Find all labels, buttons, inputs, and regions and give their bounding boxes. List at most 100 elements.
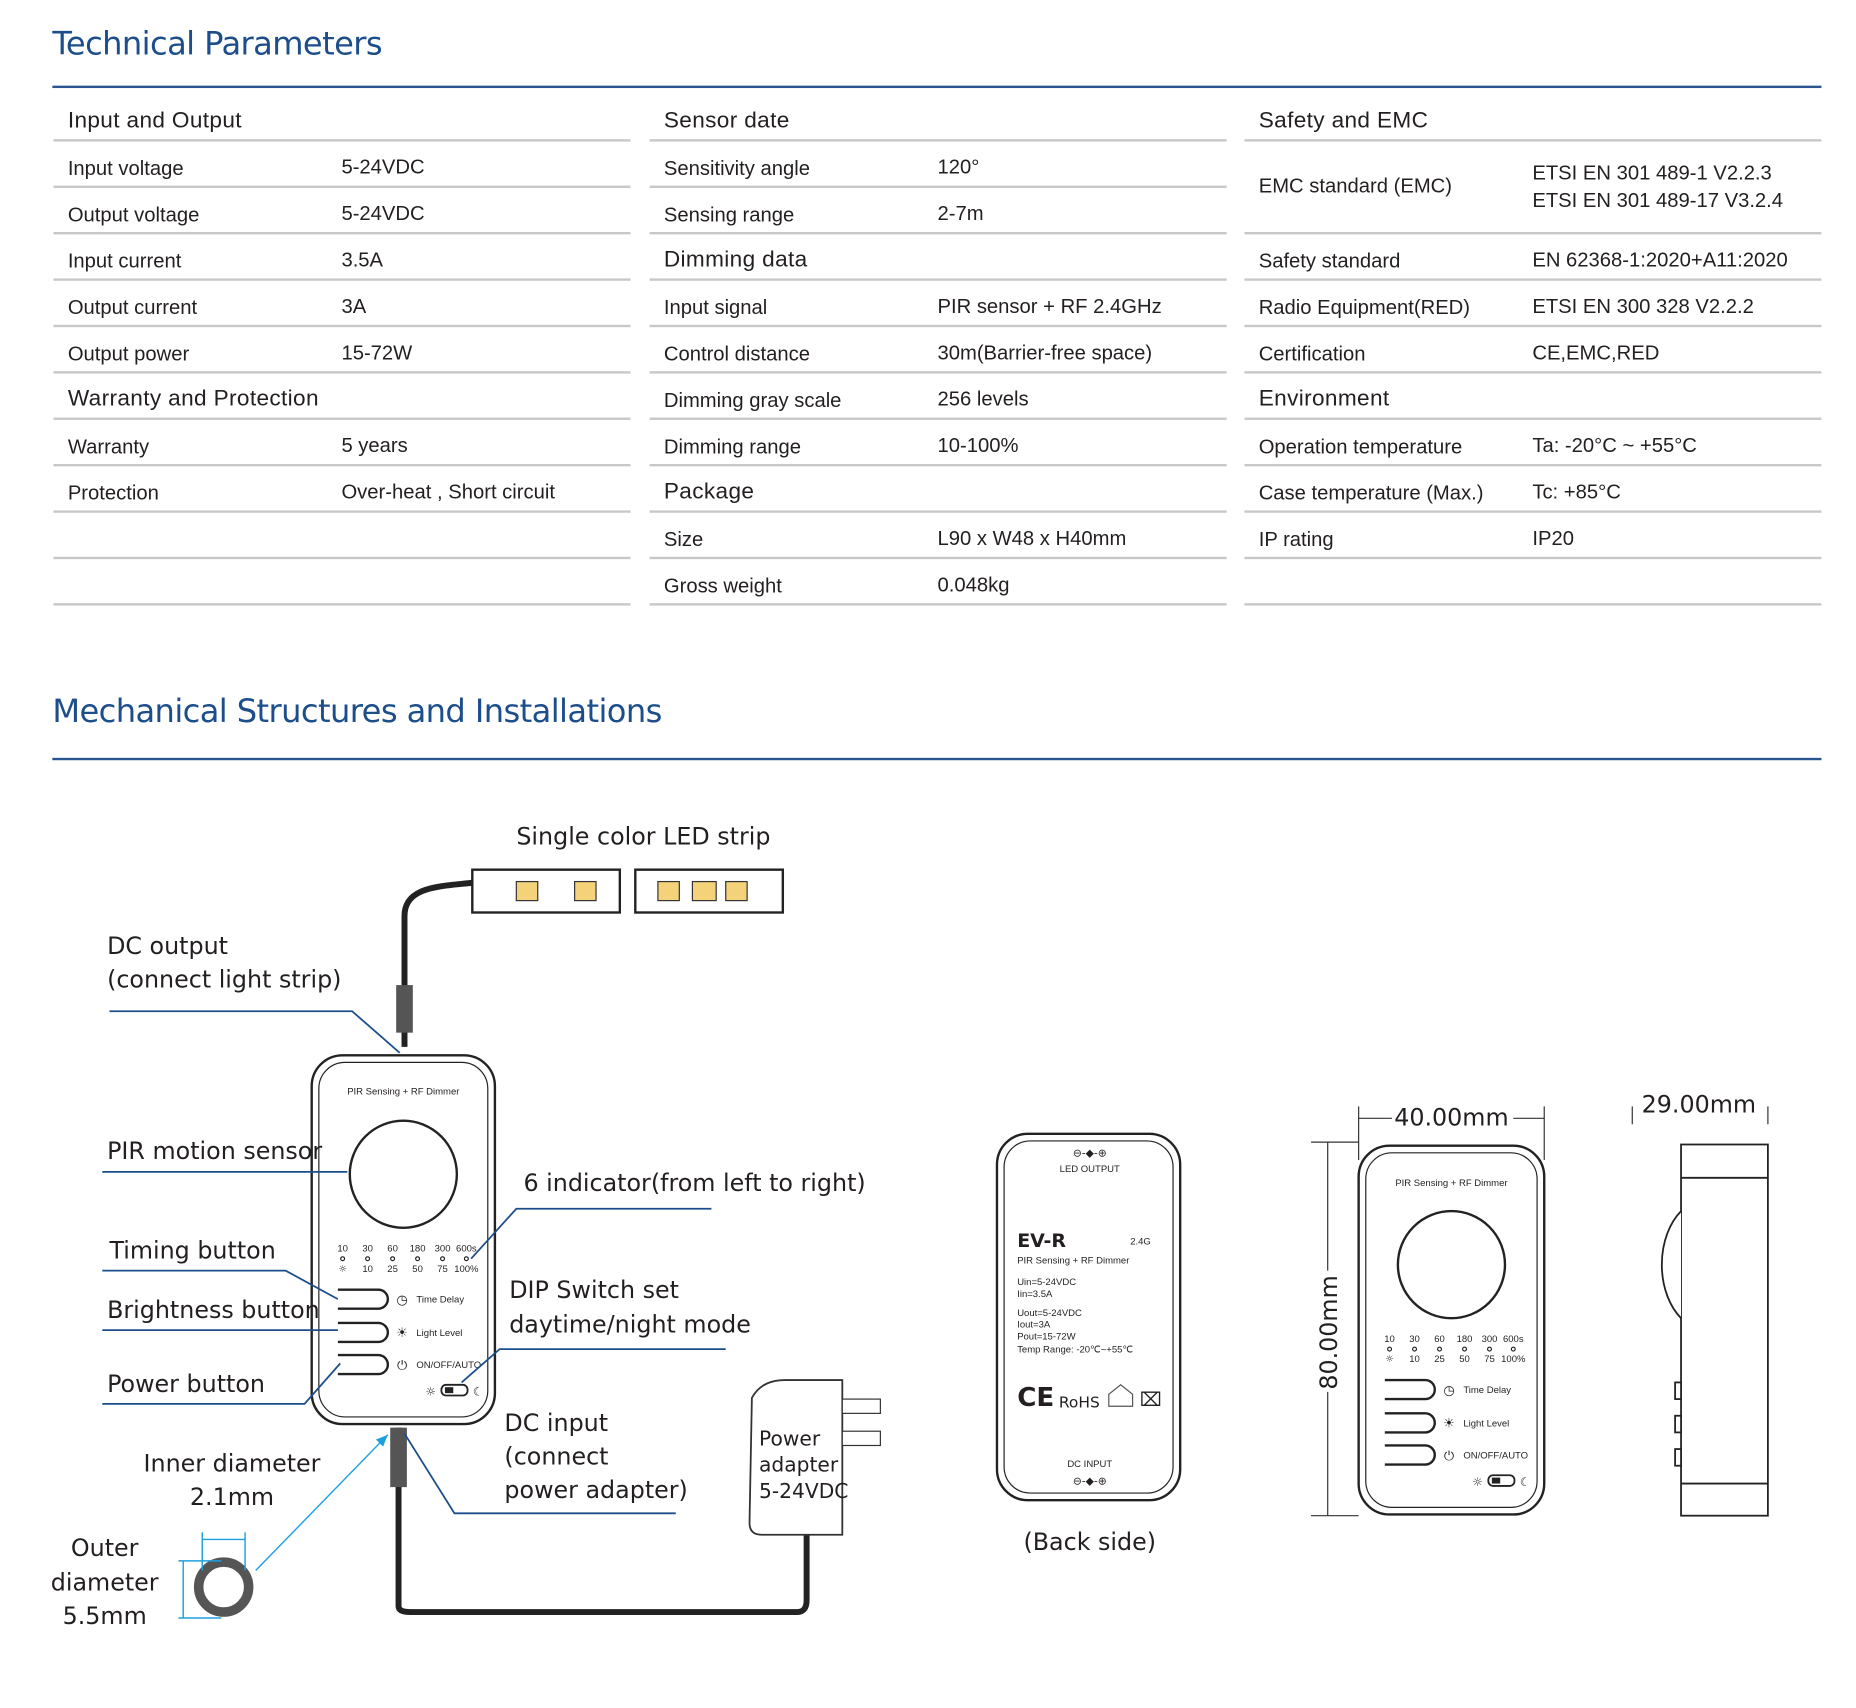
leader-line [461,1348,726,1384]
dc-output-sub: (connect light strip) [107,965,341,993]
spec-line: Iin=3.5A [1017,1289,1053,1300]
param-value: 5-24VDC [341,200,630,227]
indicator-light-label: 75 [437,1264,448,1275]
outer-diameter-label: Outer [71,1534,139,1562]
param-label: Warranty [67,435,150,459]
param-value: 256 levels [937,385,1226,412]
param-label: Safety standard [1258,249,1401,273]
pir-sensor-lens [1396,1209,1507,1320]
indicator-time-label: 60 [387,1244,398,1255]
section-header-label: Warranty and Protection [67,386,319,412]
param-label: Certification [1258,342,1366,366]
dc-symbol: ⊖-◆-⊕ [1073,1146,1107,1159]
button-label: Light Level [1463,1418,1509,1429]
outer-diameter-label2: diameter [51,1569,159,1597]
leader-line [102,1269,339,1300]
table-row: Output power 15-72W [53,327,631,374]
param-value-line: EN 62368-1:2020+A11:2020 [1532,248,1788,272]
indicator-light-label: 25 [387,1264,398,1275]
param-label: Input voltage [67,157,184,180]
adapter-label2: adapter [759,1453,839,1477]
day-icon: ☼ [425,1385,436,1399]
controller-back: ⊖-◆-⊕ LED OUTPUT EV-R 2.4G PIR Sensing +… [995,1132,1182,1502]
param-label: Control distance [663,342,810,366]
dip-switch-label: DIP Switch set [509,1276,679,1304]
param-value-line: PIR sensor + RF 2.4GHz [937,295,1162,318]
connector-cross-section [178,1434,389,1619]
input-cable [395,1427,810,1616]
indicator-light-label: 25 [1434,1354,1445,1365]
technical-parameters-title: Technical Parameters [52,26,383,64]
power-button[interactable] [1384,1444,1436,1466]
leader-line [102,1362,341,1405]
section-divider [52,757,1822,761]
param-value: ETSI EN 300 328 V2.2.2 [1532,293,1821,320]
table-row: Control distance 30m(Barrier-free space) [649,327,1227,374]
ce-mark: CE [1017,1383,1054,1413]
param-value-line: CE,EMC,RED [1532,341,1660,365]
brightness-button[interactable] [1384,1412,1436,1434]
param-value-line: ETSI EN 300 328 V2.2.2 [1532,295,1754,318]
indoor-icon [1108,1384,1134,1407]
param-value: 0.048kg [937,571,1226,598]
power-button[interactable] [337,1353,390,1376]
adapter-label: Power [759,1426,821,1450]
button-label: Time Delay [416,1295,464,1306]
indicator-light-label: 75 [1484,1354,1495,1365]
sun-icon: ☼ [1385,1354,1394,1365]
param-value-line: Ta: -20°C ~ +55°C [1532,434,1697,457]
timing-button[interactable] [337,1288,390,1310]
table-row: Safety standard EN 62368-1:2020+A11:2020 [1244,234,1822,281]
param-label: Output current [67,296,198,319]
led-strip [471,868,785,914]
param-value: CE,EMC,RED [1532,339,1821,366]
table-row: Operation temperature Ta: -20°C ~ +55°C [1244,420,1822,467]
indicator-light-label: 10 [362,1264,373,1275]
adapter-voltage: 5-24VDC [759,1479,848,1503]
param-value-line: 0.048kg [937,573,1010,597]
timing-button[interactable] [1384,1378,1436,1401]
model-name: EV-R [1017,1230,1066,1252]
night-icon: ☾ [1520,1475,1531,1489]
param-label: Sensitivity angle [663,157,810,180]
indicator-led [1462,1346,1468,1352]
indicator-time-label: 30 [362,1244,373,1255]
dip-switch-sub: daytime/night mode [509,1310,751,1338]
brightness-button[interactable] [337,1321,390,1344]
day-icon: ☼ [1472,1475,1483,1489]
dip-switch-knob [444,1387,454,1394]
device-title: PIR Sensing + RF Dimmer [347,1087,459,1098]
param-value: L90 x W48 x H40mm [937,525,1226,552]
device-title: PIR Sensing + RF Dimmer [1395,1178,1507,1189]
indicator-led [1510,1346,1516,1352]
indicator-light-label: 100% [454,1264,479,1275]
table-row: Case temperature (Max.)Tc: +85°C [1244,466,1822,513]
param-value: PIR sensor + RF 2.4GHz [937,293,1226,320]
dip-switch-knob [1491,1477,1501,1484]
param-label: Operation temperature [1258,435,1463,459]
leader-line [403,1433,676,1515]
dc-input-label: DC input [504,1409,608,1437]
param-value-line: 120° [937,155,980,179]
param-label: Output power [67,342,190,366]
param-label: Dimming range [663,435,801,459]
button-label: ON/OFF/AUTO [1463,1451,1528,1462]
param-value: 30m(Barrier-free space) [937,339,1226,366]
power-icon: ⏻ [1444,1449,1454,1464]
param-value: 15-72W [341,339,630,366]
param-value: 120° [937,153,1226,180]
param-value-line: 10-100% [937,434,1019,457]
indicator-time-label: 600s [1503,1334,1524,1345]
rohs-mark: RoHS [1059,1393,1100,1411]
power-button-label: Power button [107,1370,265,1398]
width-dimension: 40.00mm [1394,1103,1508,1131]
